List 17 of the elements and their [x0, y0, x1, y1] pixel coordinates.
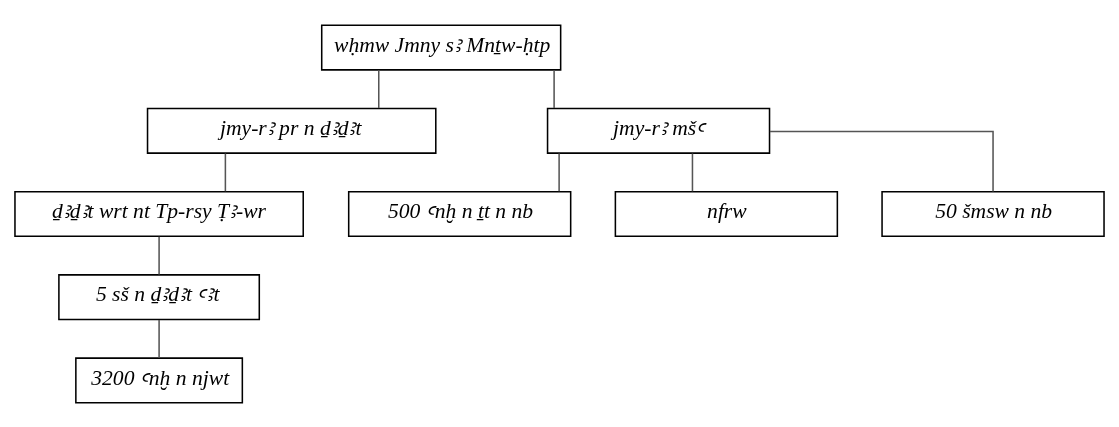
connector [769, 130, 994, 192]
connector [224, 152, 227, 192]
connector [691, 152, 694, 192]
connector [558, 152, 560, 192]
node-box: 500 ꜥnḫ n ṯt n nb [347, 190, 572, 237]
node-box: 50 šmsw n nb [881, 190, 1105, 237]
node-box: 5 sš n ḏꜣḏꜣt ꜥꜣt [58, 273, 261, 320]
node-box: 3200 ꜥnḫ n njwt [75, 356, 244, 404]
connector [158, 235, 160, 275]
node-box: jmy-rꜣ pr n ḏꜣḏꜣt [146, 107, 437, 154]
connector [378, 69, 380, 109]
node-box: wḥmw Jmny sꜣ Mnṯw-ḥtp [320, 23, 562, 71]
node-box: jmy-rꜣ mšꜥ [546, 107, 771, 154]
connector [553, 69, 555, 109]
node-box: ḏꜣḏꜣt wrt nt Tp-rsy Ṭꜣ-wr [14, 190, 304, 237]
connector [158, 318, 160, 359]
node-box: nfrw [614, 190, 839, 237]
